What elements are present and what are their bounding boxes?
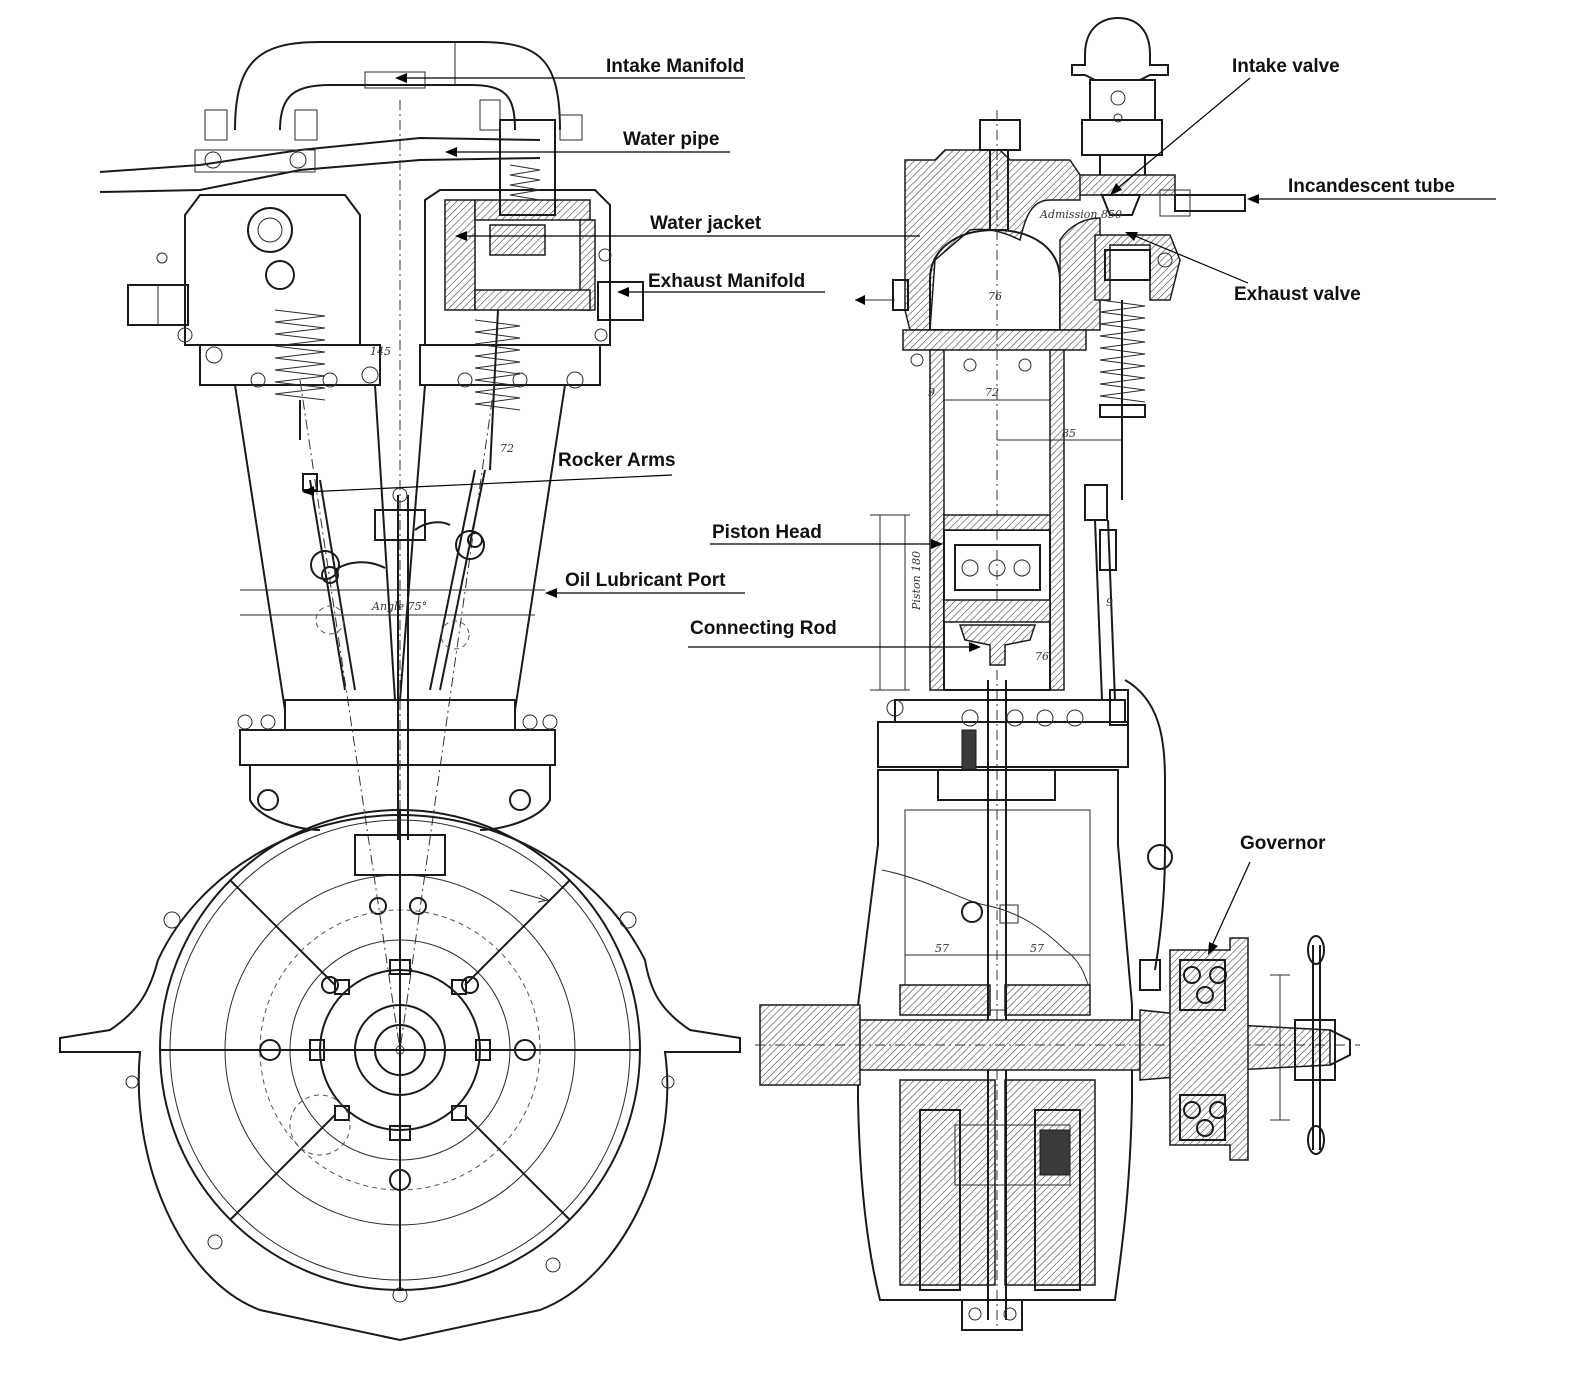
side-pushrod: 9: [1084, 484, 1173, 991]
label-intake-valve: Intake valve: [1232, 56, 1340, 77]
label-intake-manifold: Intake Manifold: [606, 56, 744, 77]
label-piston-head: Piston Head: [712, 522, 822, 543]
piston: Piston 180 76: [870, 514, 1051, 691]
intake-manifold-pipe: [234, 41, 561, 131]
right-section-view: Admission 850 76: [755, 16, 1360, 1331]
rocker-assembly: [302, 469, 486, 840]
left-cylinder-head: [127, 194, 381, 440]
label-exhaust-valve: Exhaust valve: [1234, 284, 1361, 305]
admission-annotation: Admission 850: [1039, 208, 1122, 221]
leader-lines: [302, 73, 1496, 955]
label-connecting-rod: Connecting Rod: [690, 618, 837, 639]
dim-85: 85: [1062, 427, 1076, 440]
label-oil-lubricant-port: Oil Lubricant Port: [565, 570, 726, 591]
dim-145: 145: [370, 345, 391, 358]
crankcase-flange: [237, 699, 558, 915]
label-rocker-arms: Rocker Arms: [558, 450, 676, 471]
water-pipe: [99, 136, 541, 193]
label-governor: Governor: [1240, 833, 1326, 854]
angle-annotation: Angle 75°: [371, 600, 427, 613]
cam-gear: [309, 959, 491, 1141]
crankshaft: [755, 1004, 1360, 1086]
dim-76-piston: 76: [1035, 650, 1049, 663]
cylinder-barrels: Angle 75° 145 72: [234, 100, 566, 1290]
dim-9: 9: [928, 386, 935, 399]
exhaust-valve-assembly: [1094, 234, 1181, 500]
dim-57-left: 57: [935, 942, 949, 955]
piston-stroke-annotation: Piston 180: [910, 551, 923, 611]
label-exhaust-manifold: Exhaust Manifold: [648, 271, 805, 292]
right-cylinder-head: [204, 99, 644, 471]
governor-housing: [1169, 935, 1325, 1161]
crankcase-upper: [877, 689, 1129, 771]
cylinder-barrel-section: 72 9 85: [928, 110, 1122, 1330]
connecting-rod: [961, 680, 1023, 1331]
dim-72-left: 72: [500, 442, 514, 455]
dim-9-side: 9: [1106, 596, 1113, 609]
label-incandescent-tube: Incandescent tube: [1288, 176, 1455, 197]
dim-72-right: 72: [985, 386, 999, 399]
cylinder-head-section: 76: [855, 119, 1101, 372]
dim-57-right: 57: [1030, 942, 1044, 955]
intake-valve-housing: Admission 850: [1039, 16, 1246, 221]
label-water-jacket: Water jacket: [650, 213, 762, 234]
left-front-view: Angle 75° 145 72: [59, 41, 741, 1342]
crankcase-body: 57 57: [857, 769, 1133, 1301]
callout-labels: Intake Manifold Water pipe Water jacket …: [558, 56, 1455, 854]
flywheel: [59, 809, 741, 1342]
label-water-pipe: Water pipe: [623, 129, 719, 150]
dim-76-head: 76: [988, 290, 1002, 303]
